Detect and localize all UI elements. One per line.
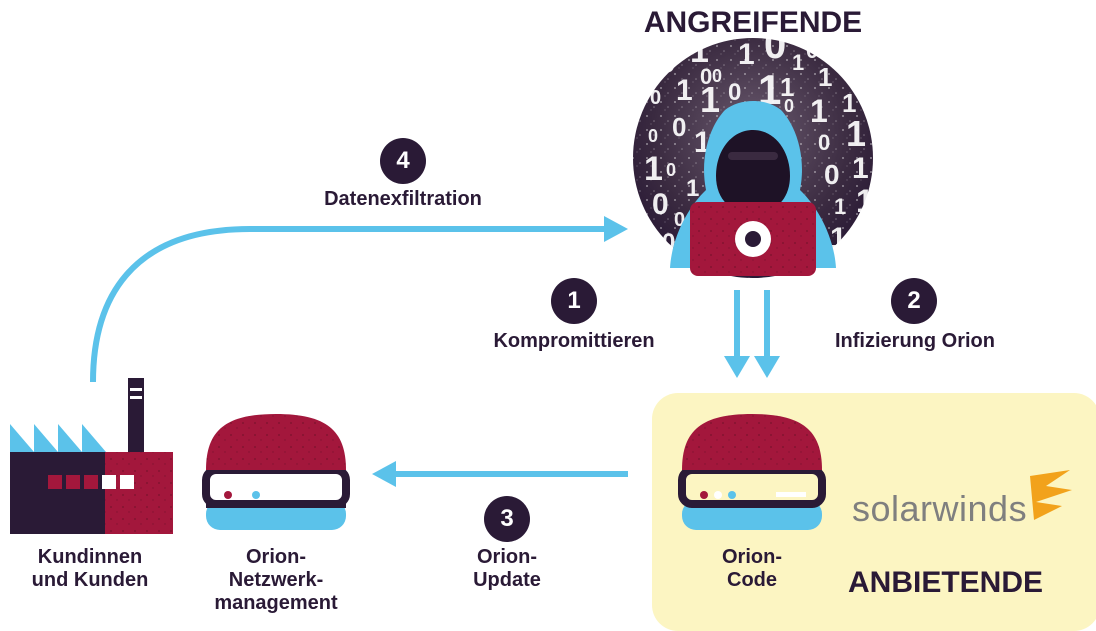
arrow-exfiltration xyxy=(90,216,628,383)
binary-digit: 0 xyxy=(728,79,741,106)
binary-digit: 1 xyxy=(856,183,874,219)
binary-digit: 0 xyxy=(712,66,722,86)
binary-digit: 0 xyxy=(666,160,676,180)
binary-digit: 1 xyxy=(842,88,856,118)
network-mgmt-label-line3: management xyxy=(214,592,338,614)
step-3-badge: 3 xyxy=(484,496,530,542)
solarwinds-logo-icon xyxy=(1030,470,1072,520)
step-3-label: Orion- Update xyxy=(440,546,574,592)
binary-digit: 0 xyxy=(672,112,686,142)
binary-digit: 0 xyxy=(700,64,712,89)
network-mgmt-label-line1: Orion- xyxy=(246,546,306,568)
binary-digit: 1 xyxy=(700,79,720,120)
step-1-label: Kompromittieren xyxy=(493,330,655,352)
attacker-heading: ANGREIFENDE xyxy=(643,6,863,39)
step-4-label: Datenexfiltration xyxy=(324,188,482,210)
factory-icon xyxy=(10,378,173,534)
vendor-heading: ANBIETENDE xyxy=(848,566,1044,599)
network-server-icon xyxy=(202,414,350,530)
binary-digit: 1 xyxy=(676,74,693,107)
step-4-badge: 4 xyxy=(380,138,426,184)
step-3-label-line2: Update xyxy=(473,569,541,591)
orion-code-server-icon xyxy=(678,414,826,530)
binary-digit: 1 xyxy=(830,222,847,255)
binary-digit: 0 xyxy=(660,47,676,78)
customers-label: Kundinnen und Kunden xyxy=(0,546,180,592)
binary-digit: 0 xyxy=(806,38,818,63)
binary-digit: 1 xyxy=(844,243,855,265)
step-1-badge: 1 xyxy=(551,278,597,324)
binary-digit: 0 xyxy=(674,209,685,231)
network-mgmt-label: Orion- Netzwerk- management xyxy=(186,546,366,615)
orion-code-label-line2: Code xyxy=(727,569,777,591)
binary-digit: 1 xyxy=(810,93,828,129)
binary-digit: 1 xyxy=(818,62,832,92)
arrows-compromise xyxy=(724,290,780,378)
binary-digit: 1 xyxy=(846,113,866,154)
orion-code-label-line1: Orion- xyxy=(722,546,782,568)
binary-digit: 1 xyxy=(690,32,709,70)
binary-digit: 1 xyxy=(738,38,755,71)
binary-digit: 1 xyxy=(758,66,781,113)
binary-digit: 0 xyxy=(648,126,658,146)
solarwinds-brand: solarwinds xyxy=(852,488,1028,529)
binary-digit: 1 xyxy=(834,194,846,219)
binary-digit: 0 xyxy=(824,159,840,190)
binary-digit: 0 xyxy=(764,23,786,67)
binary-digit: 1 xyxy=(852,152,869,185)
binary-digits: 010101101101011001011010100110111010 xyxy=(644,23,874,265)
binary-digit: 1 xyxy=(644,150,663,188)
step-2-badge: 2 xyxy=(891,278,937,324)
binary-digit: 0 xyxy=(818,130,830,155)
step-2-label: Infizierung Orion xyxy=(835,330,995,352)
customers-label-line1: Kundinnen xyxy=(37,546,143,568)
hacker-icon xyxy=(670,101,836,276)
binary-digit: 0 xyxy=(784,96,794,116)
network-mgmt-label-line2: Netzwerk- xyxy=(228,569,324,591)
binary-digit: 1 xyxy=(792,50,804,75)
binary-digit: 0 xyxy=(650,87,661,109)
binary-digit: 0 xyxy=(652,188,669,221)
binary-digit: 0 xyxy=(662,229,675,256)
step-3-label-line1: Orion- xyxy=(477,546,537,568)
binary-digit: 1 xyxy=(686,175,699,202)
binary-digit: 1 xyxy=(780,72,794,102)
arrow-update xyxy=(372,461,628,487)
orion-code-label: Orion- Code xyxy=(680,546,824,592)
customers-label-line2: und Kunden xyxy=(31,569,149,591)
